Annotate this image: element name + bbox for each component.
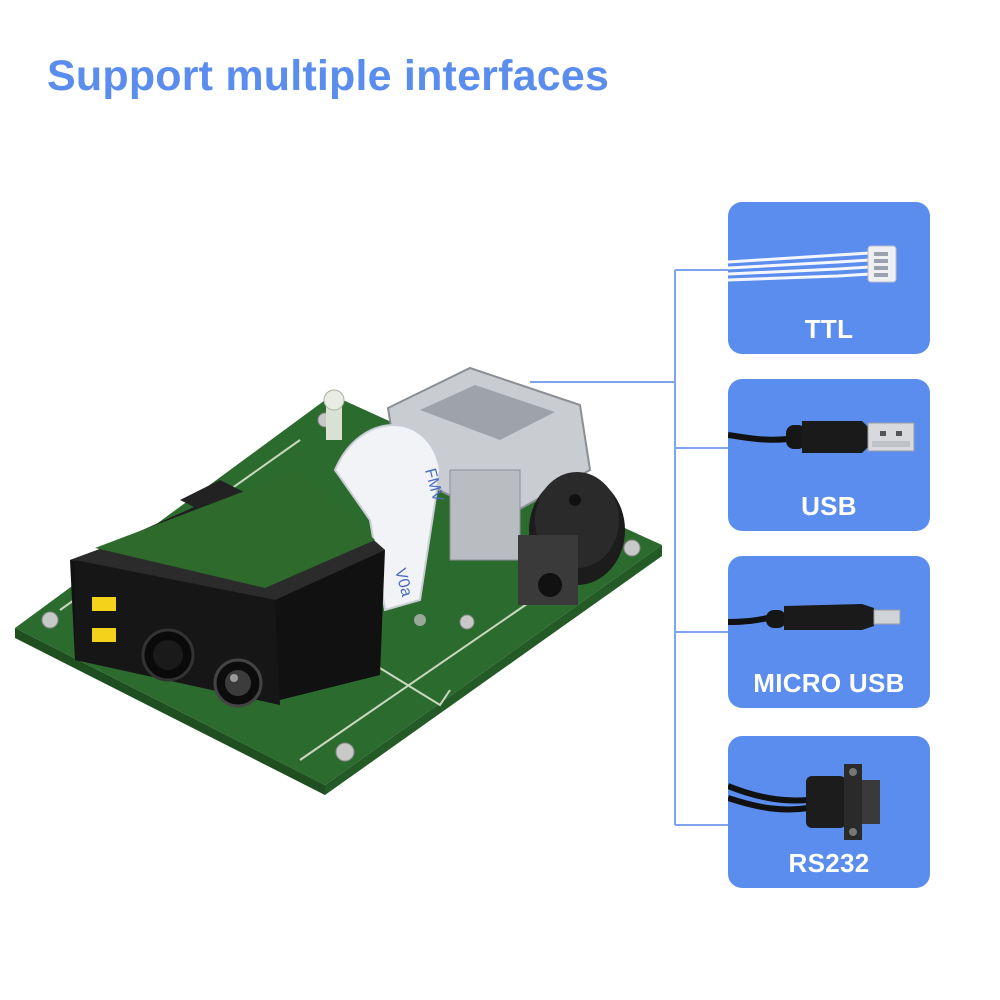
page-title: Support multiple interfaces	[47, 52, 610, 100]
interface-card-micro-usb: MICRO USB	[728, 556, 930, 708]
rs232-db9-cable-icon	[728, 764, 880, 840]
usb-a-cable-icon	[728, 421, 915, 453]
interface-label-ttl: TTL	[804, 314, 854, 344]
interface-label-rs232: RS232	[788, 848, 870, 878]
interface-label-micro-usb: MICRO USB	[753, 668, 905, 698]
interface-card-ttl: TTL	[728, 202, 930, 354]
svg-text:V0a: V0a	[391, 567, 415, 599]
ttl-4pin-cable-icon	[728, 245, 897, 283]
interface-card-rs232: RS232	[728, 736, 930, 888]
interface-card-usb: USB	[728, 379, 930, 531]
micro-usb-cable-icon	[728, 604, 901, 630]
interface-label-usb: USB	[801, 491, 857, 521]
